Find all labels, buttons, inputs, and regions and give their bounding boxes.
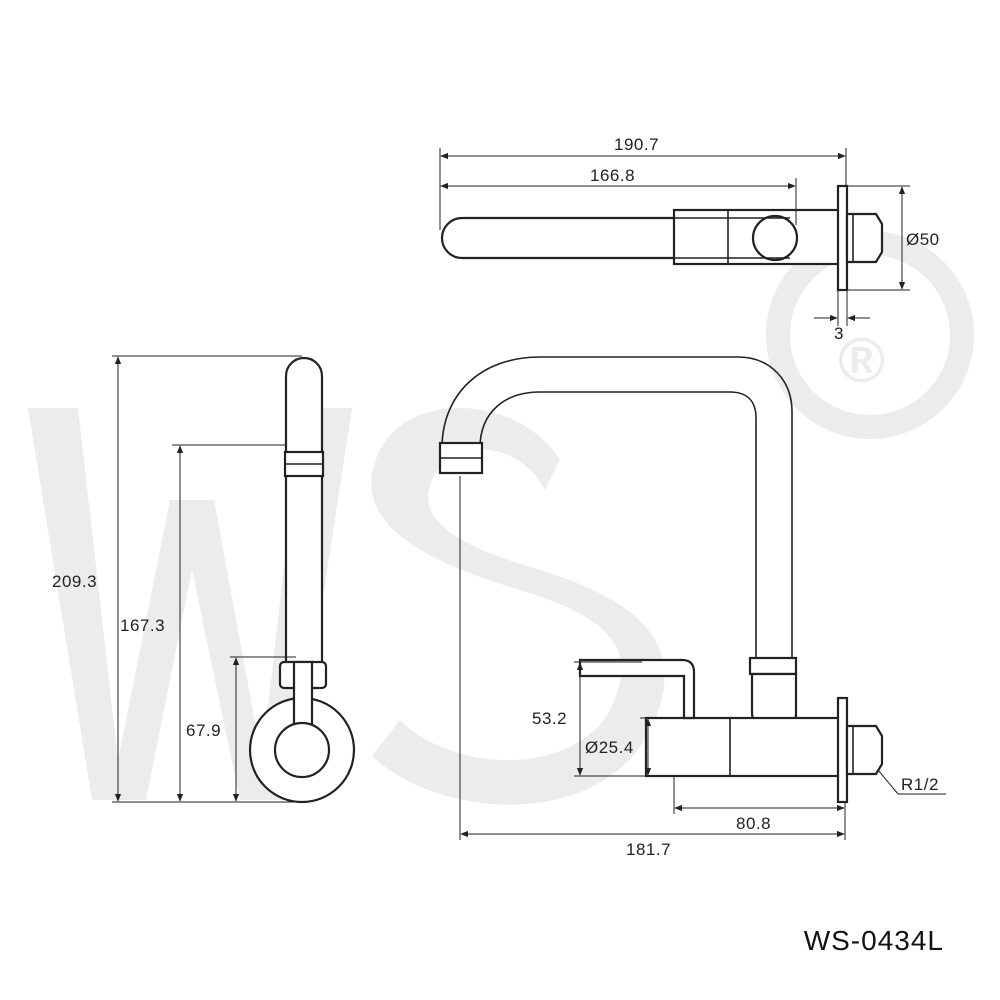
top-view-wall-flange (836, 184, 849, 292)
top-view-spout-edge (460, 217, 790, 259)
dim-label-spout-height: 167.3 (120, 616, 165, 635)
side-view-dimensions: 209.3 167.3 67.9 (52, 355, 302, 803)
dim-label-spout-reach: 181.7 (626, 840, 671, 859)
side-view-lever-stem (292, 660, 314, 734)
top-view-dimensions: 190.7 166.8 Ø50 3 (439, 135, 940, 343)
top-view-swivel-joint (751, 214, 799, 262)
dim-label-flange-diameter: Ø50 (906, 230, 940, 249)
dim-label-body-diameter: Ø25.4 (585, 738, 634, 757)
dim-label-total-height: 209.3 (52, 572, 97, 591)
dim-label-flange-thickness: 3 (834, 324, 844, 343)
top-view-thread-connector (845, 212, 884, 264)
front-view-thread-connector (845, 724, 884, 776)
model-code: WS-0434L (803, 925, 944, 956)
dim-label-lever-height: 53.2 (532, 709, 567, 728)
watermark-w-shape (28, 408, 352, 800)
dim-leader-thread (877, 769, 899, 795)
front-view-valve-body (644, 716, 844, 778)
watermark-s-shape (371, 407, 665, 805)
front-view-wall-flange (836, 696, 849, 804)
side-view-body-circle (273, 721, 331, 779)
side-view (248, 356, 356, 804)
front-view-dimensions: 53.2 Ø25.4 80.8 181.7 R1/2 (459, 476, 946, 859)
dim-label-thread: R1/2 (901, 775, 939, 794)
dim-label-body-height: 67.9 (186, 721, 221, 740)
front-view-spout-inner (479, 391, 757, 665)
top-view (440, 184, 884, 292)
dim-label-body-projection: 80.8 (736, 814, 771, 833)
front-view (438, 356, 884, 804)
dim-label-spout-length: 166.8 (590, 166, 635, 185)
side-view-spout-pipe (284, 356, 324, 690)
watermark-registered-mark: ® (838, 324, 885, 396)
front-view-spout-outer (441, 356, 793, 665)
dim-label-overall-length: 190.7 (614, 135, 659, 154)
front-view-swivel-collar (748, 656, 798, 676)
